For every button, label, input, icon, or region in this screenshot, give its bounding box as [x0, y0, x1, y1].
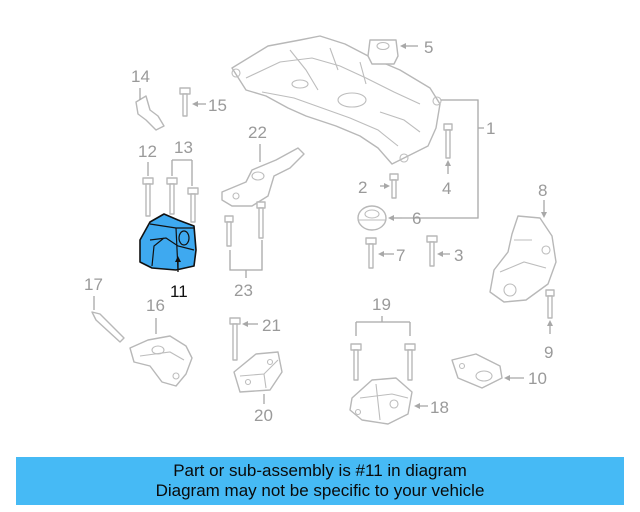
callout-12: 12	[138, 142, 157, 161]
callout-1: 1	[486, 119, 495, 138]
callout-6: 6	[412, 209, 421, 228]
highlighted-mount-part-11	[139, 213, 197, 271]
info-banner: Part or sub-assembly is #11 in diagram D…	[16, 457, 624, 505]
bolt-part-15	[179, 87, 191, 117]
banner-line-1: Part or sub-assembly is #11 in diagram	[173, 461, 467, 480]
callout-2: 2	[358, 178, 367, 197]
callout-10: 10	[528, 369, 547, 388]
callout-8: 8	[538, 181, 547, 200]
bolt-part-21	[229, 317, 241, 361]
callout-11: 11	[170, 282, 188, 301]
top-mount-part-5	[367, 39, 399, 65]
bolt-part-9	[545, 289, 555, 319]
bolt-part-13	[166, 177, 199, 223]
callout-22: 22	[248, 123, 267, 142]
callout-16: 16	[146, 296, 165, 315]
callout-17: 17	[84, 275, 103, 294]
bolt-part-23	[224, 201, 266, 247]
banner-line-2: Diagram may not be specific to your vehi…	[155, 481, 485, 500]
bolt-part-12	[142, 177, 154, 217]
mount-part-18	[349, 377, 413, 425]
bolt-part-17	[91, 311, 125, 343]
bolt-part-19	[350, 343, 416, 381]
callout-9: 9	[544, 343, 553, 362]
callout-13: 13	[174, 138, 193, 157]
callout-23: 23	[234, 281, 253, 300]
callout-7: 7	[396, 246, 405, 265]
bolt-part-2	[389, 173, 399, 199]
callout-14: 14	[131, 67, 150, 86]
callout-20: 20	[254, 406, 273, 425]
round-mount-part-6	[357, 205, 387, 231]
bolt-part-3	[426, 235, 438, 267]
subframe-part	[231, 35, 442, 165]
parts-diagram: 1 5 6 2 4 7 3	[84, 35, 557, 425]
bracket-part-14	[135, 95, 165, 131]
bracket-part-22	[221, 147, 305, 207]
bolt-part-4	[443, 123, 453, 159]
bolt-part-7	[365, 237, 377, 269]
bracket-part-8	[489, 215, 557, 303]
callout-19: 19	[372, 295, 391, 314]
mount-part-16	[129, 335, 193, 387]
mount-part-20	[233, 351, 283, 393]
callout-18: 18	[430, 398, 449, 417]
callout-3: 3	[454, 246, 463, 265]
mount-part-10	[451, 353, 503, 389]
callout-21: 21	[262, 316, 281, 335]
callout-15: 15	[208, 96, 227, 115]
callout-4: 4	[442, 179, 451, 198]
callout-5: 5	[424, 38, 433, 57]
